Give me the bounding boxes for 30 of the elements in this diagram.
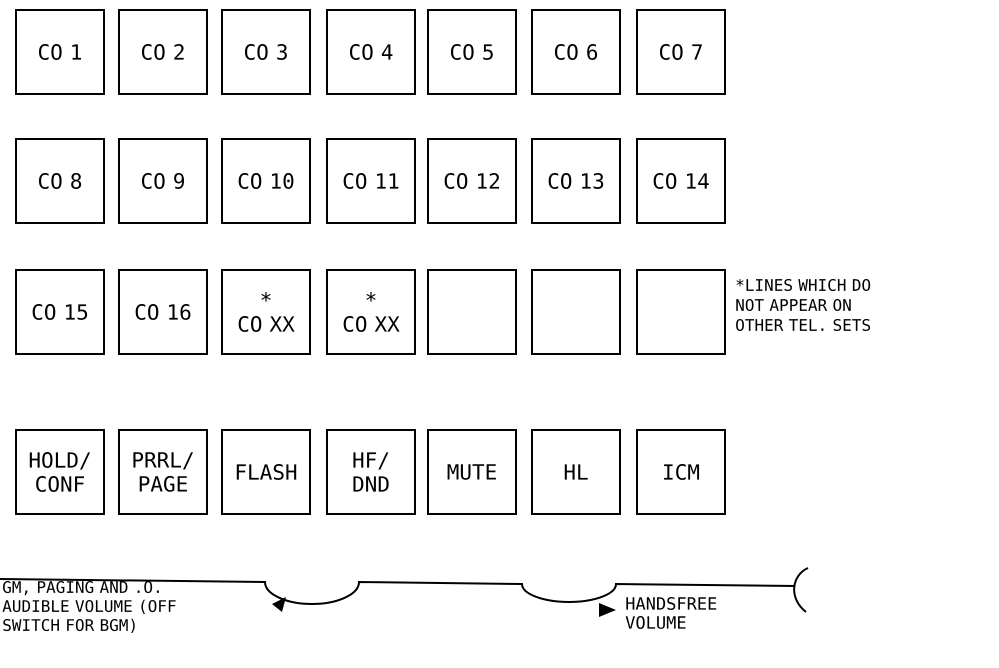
key-button: CO 9	[118, 138, 208, 224]
key-button: ICM	[636, 429, 726, 515]
key-button: CO 8	[15, 138, 105, 224]
key-button: CO 15	[15, 269, 105, 355]
key-button: FLASH	[221, 429, 311, 515]
key-button: CO 7	[636, 9, 726, 95]
key-button: CO 12	[427, 138, 517, 224]
key-button: CO 10	[221, 138, 311, 224]
key-button: CO 3	[221, 9, 311, 95]
key-button: HL	[531, 429, 621, 515]
key-button: CO 11	[326, 138, 416, 224]
blank-key	[636, 269, 726, 355]
key-button: HOLD/ CONF	[15, 429, 105, 515]
key-button: * CO XX	[326, 269, 416, 355]
key-button: CO 4	[326, 9, 416, 95]
key-button: MUTE	[427, 429, 517, 515]
key-button: CO 2	[118, 9, 208, 95]
blank-key	[427, 269, 517, 355]
key-button: CO 13	[531, 138, 621, 224]
key-button: CO 16	[118, 269, 208, 355]
key-button: CO 5	[427, 9, 517, 95]
key-button: HF/ DND	[326, 429, 416, 515]
key-button: PRRL/ PAGE	[118, 429, 208, 515]
callout-text: HANDSFREE VOLUME	[626, 597, 716, 629]
blank-key	[531, 269, 621, 355]
key-button: CO 1	[15, 9, 105, 95]
key-button: CO 6	[531, 9, 621, 95]
key-button: CO 14	[636, 138, 726, 224]
key-button: * CO XX	[221, 269, 311, 355]
callout-text: GM, PAGING AND .O. AUDIBLE VOLUME (OFF SWITCH FOR BGM)	[2, 581, 176, 633]
